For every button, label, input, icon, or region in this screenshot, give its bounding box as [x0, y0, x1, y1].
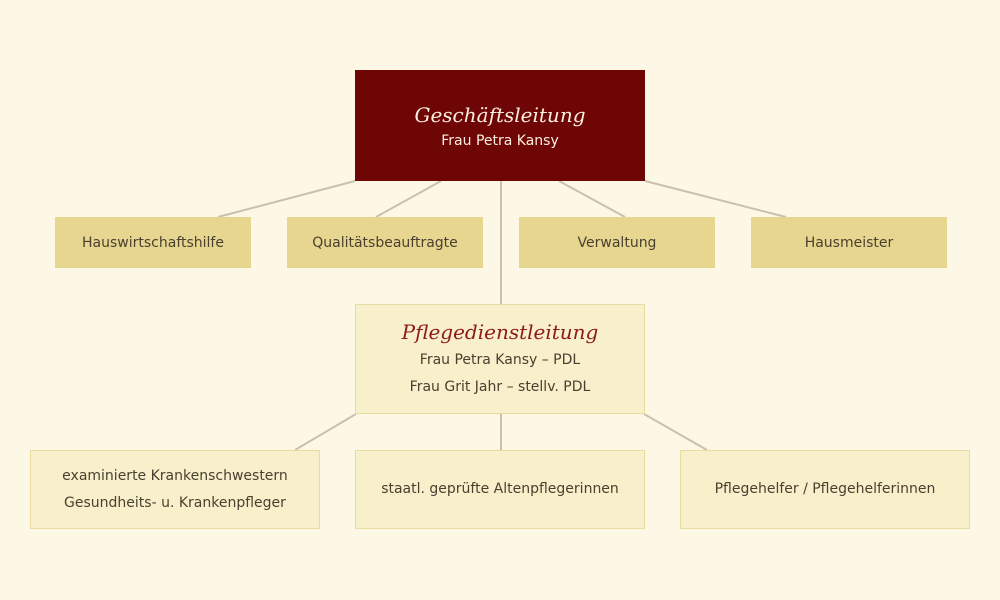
staff-line: Pflegehelfer / Pflegehelferinnen: [714, 481, 936, 497]
management-box: Geschäftsleitung Frau Petra Kansy: [355, 70, 645, 181]
department-box: Hauswirtschaftshilfe: [55, 217, 251, 268]
nursing-lead-box: Pflegedienstleitung Frau Petra Kansy – P…: [355, 304, 645, 414]
staff-line: staatl. geprüfte Altenpflegerinnen: [381, 481, 619, 497]
nursing-lead-line: Frau Grit Jahr – stellv. PDL: [409, 379, 591, 395]
staff-box: Pflegehelfer / Pflegehelferinnen: [680, 450, 970, 529]
staff-line: Gesundheits- u. Krankenpfleger: [64, 494, 286, 511]
staff-line: examinierte Krankenschwestern: [62, 467, 288, 484]
nursing-lead-line: Frau Petra Kansy – PDL: [419, 352, 581, 368]
connector: [375, 180, 442, 218]
department-box: Hausmeister: [751, 217, 947, 268]
management-name: Frau Petra Kansy: [441, 132, 559, 149]
department-box: Qualitätsbeauftragte: [287, 217, 483, 268]
connector: [643, 413, 708, 451]
connector: [217, 180, 356, 218]
staff-box: examinierte Krankenschwestern Gesundheit…: [30, 450, 320, 529]
connector: [294, 413, 357, 451]
staff-box: staatl. geprüfte Altenpflegerinnen: [355, 450, 645, 529]
nursing-lead-title: Pflegedienstleitung: [401, 320, 599, 344]
connector: [644, 180, 787, 218]
management-title: Geschäftsleitung: [414, 102, 586, 127]
department-box: Verwaltung: [519, 217, 715, 268]
connector: [558, 180, 626, 218]
